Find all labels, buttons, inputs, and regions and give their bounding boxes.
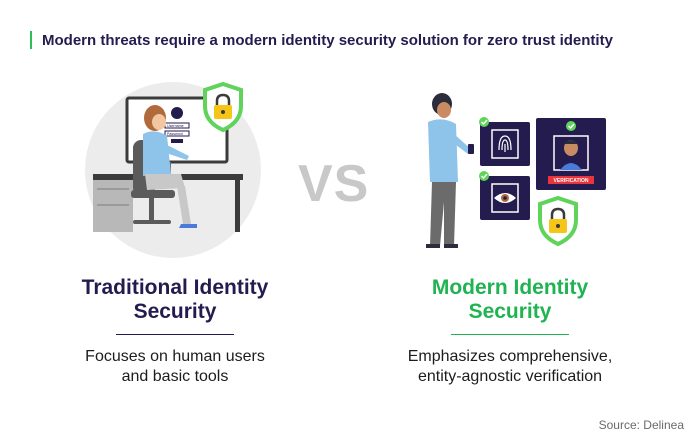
- modern-divider: [451, 334, 569, 335]
- traditional-identity-title: Traditional Identity Security: [81, 276, 269, 323]
- face-verification-panel: VERIFICATION: [536, 118, 606, 190]
- person-shoes: [179, 224, 197, 228]
- login-button-shape: [171, 139, 183, 143]
- traditional-identity-column: Traditional Identity Security Focuses on…: [25, 276, 325, 387]
- person-shirt: [428, 119, 458, 182]
- modern-security-illustration: VERIFICATION: [426, 93, 606, 248]
- header-title: Modern threats require a modern identity…: [42, 31, 613, 49]
- shield-lock-icon: [538, 195, 578, 247]
- chair-seat: [131, 190, 175, 198]
- user-avatar-icon: [171, 107, 183, 119]
- person-pants: [430, 182, 456, 246]
- traditional-divider: [116, 334, 234, 335]
- source-credit: Source: Delinea: [598, 418, 684, 432]
- modern-identity-column: Modern Identity Security Emphasizes comp…: [360, 276, 660, 387]
- password-field-label: Password: [167, 132, 183, 136]
- eye-scan-panel: [479, 171, 530, 220]
- traditional-security-illustration: Username Password: [85, 81, 261, 258]
- modern-identity-description: Emphasizes comprehensive, entity-agnosti…: [407, 348, 613, 385]
- check-icon: [566, 121, 576, 131]
- traditional-identity-description: Focuses on human users and basic tools: [85, 348, 265, 385]
- check-icon: [479, 117, 489, 127]
- header-accent-bar: [30, 31, 32, 49]
- fingerprint-icon: [498, 135, 512, 152]
- verification-badge: [548, 176, 594, 184]
- person-legs: [145, 174, 185, 190]
- phone-icon: [468, 144, 474, 154]
- shield-lock-icon: [203, 81, 243, 133]
- fingerprint-panel: [479, 117, 530, 166]
- username-field-label: Username: [167, 124, 184, 128]
- header: Modern threats require a modern identity…: [30, 30, 613, 50]
- modern-identity-title: Modern Identity Security: [431, 276, 589, 323]
- person-shirt: [143, 131, 171, 176]
- vs-label: VS: [298, 155, 370, 213]
- person-face: [152, 114, 166, 130]
- check-icon: [479, 171, 489, 181]
- verification-label: VERIFICATION: [554, 178, 589, 184]
- person-face: [437, 102, 451, 118]
